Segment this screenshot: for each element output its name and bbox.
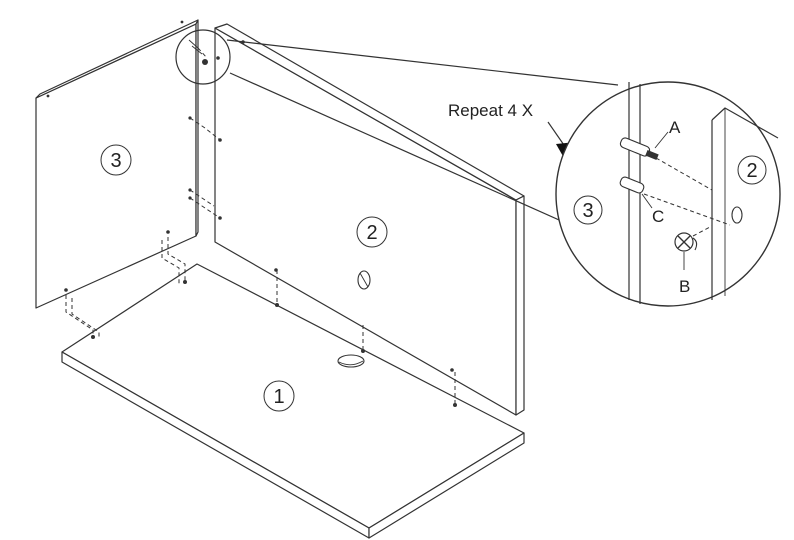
detail-label-panel-3: 3 xyxy=(582,200,593,222)
callout: Repeat 4 X xyxy=(448,101,576,165)
dowel-C xyxy=(619,176,731,226)
detail-label-panel-2: 2 xyxy=(746,160,757,182)
detail-source-circle xyxy=(175,29,231,85)
part-label-3: 3 xyxy=(100,144,132,176)
svg-text:2: 2 xyxy=(366,222,377,244)
cam-bolt-A xyxy=(619,137,713,191)
label-B: B xyxy=(679,277,690,296)
label-A: A xyxy=(669,118,681,137)
alignment-lines xyxy=(65,117,456,405)
label-C: C xyxy=(652,207,664,226)
repeat-callout-text: Repeat 4 X xyxy=(448,101,533,120)
part-label-1: 1 xyxy=(263,380,295,412)
detail-magnified-view: A C B 2 3 xyxy=(555,81,781,307)
svg-text:1: 1 xyxy=(273,386,284,408)
cam-lock-B xyxy=(674,225,713,252)
part-label-2: 2 xyxy=(356,216,388,248)
svg-text:3: 3 xyxy=(110,150,121,172)
